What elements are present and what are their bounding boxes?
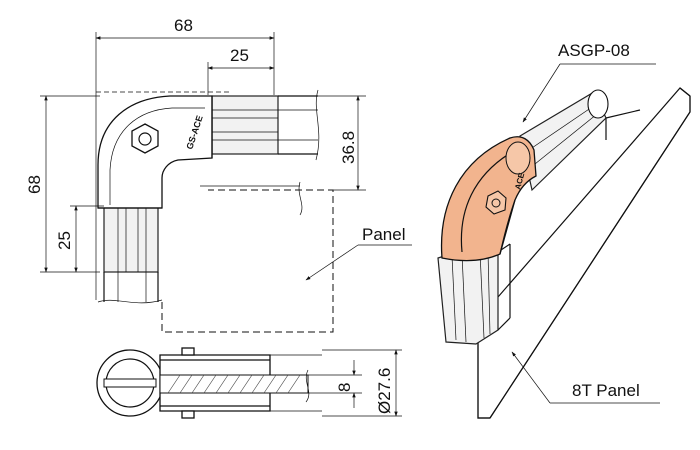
dim-left-lower-height: 25 bbox=[55, 231, 74, 250]
dim-top-width: 68 bbox=[174, 16, 193, 35]
vertical-tube bbox=[103, 205, 159, 273]
elbow-joint bbox=[97, 95, 213, 209]
bolt-icon bbox=[131, 123, 159, 154]
dim-left-height: 68 bbox=[25, 175, 44, 194]
front-view: GS-ACE 68 25 68 25 36.8 Panel bbox=[25, 16, 412, 333]
panel-outline bbox=[161, 189, 334, 333]
iso-bolt-icon bbox=[485, 190, 507, 215]
brand-mark-iso: ACE bbox=[513, 171, 526, 190]
dim-top-inner-width: 25 bbox=[230, 46, 249, 65]
section-view: 8 Ø27.6 bbox=[96, 347, 402, 419]
label-part-number: ASGP-08 bbox=[558, 41, 630, 60]
dim-section-diameter: Ø27.6 bbox=[375, 368, 394, 414]
label-panel: Panel bbox=[362, 225, 405, 244]
dim-section-thickness: 8 bbox=[335, 383, 354, 392]
isometric-view: ACE ASGP-08 8T Panel bbox=[437, 41, 691, 419]
horizontal-tube bbox=[211, 95, 279, 155]
dim-right-height: 36.8 bbox=[339, 131, 358, 164]
label-panel-8t: 8T Panel bbox=[572, 381, 640, 400]
